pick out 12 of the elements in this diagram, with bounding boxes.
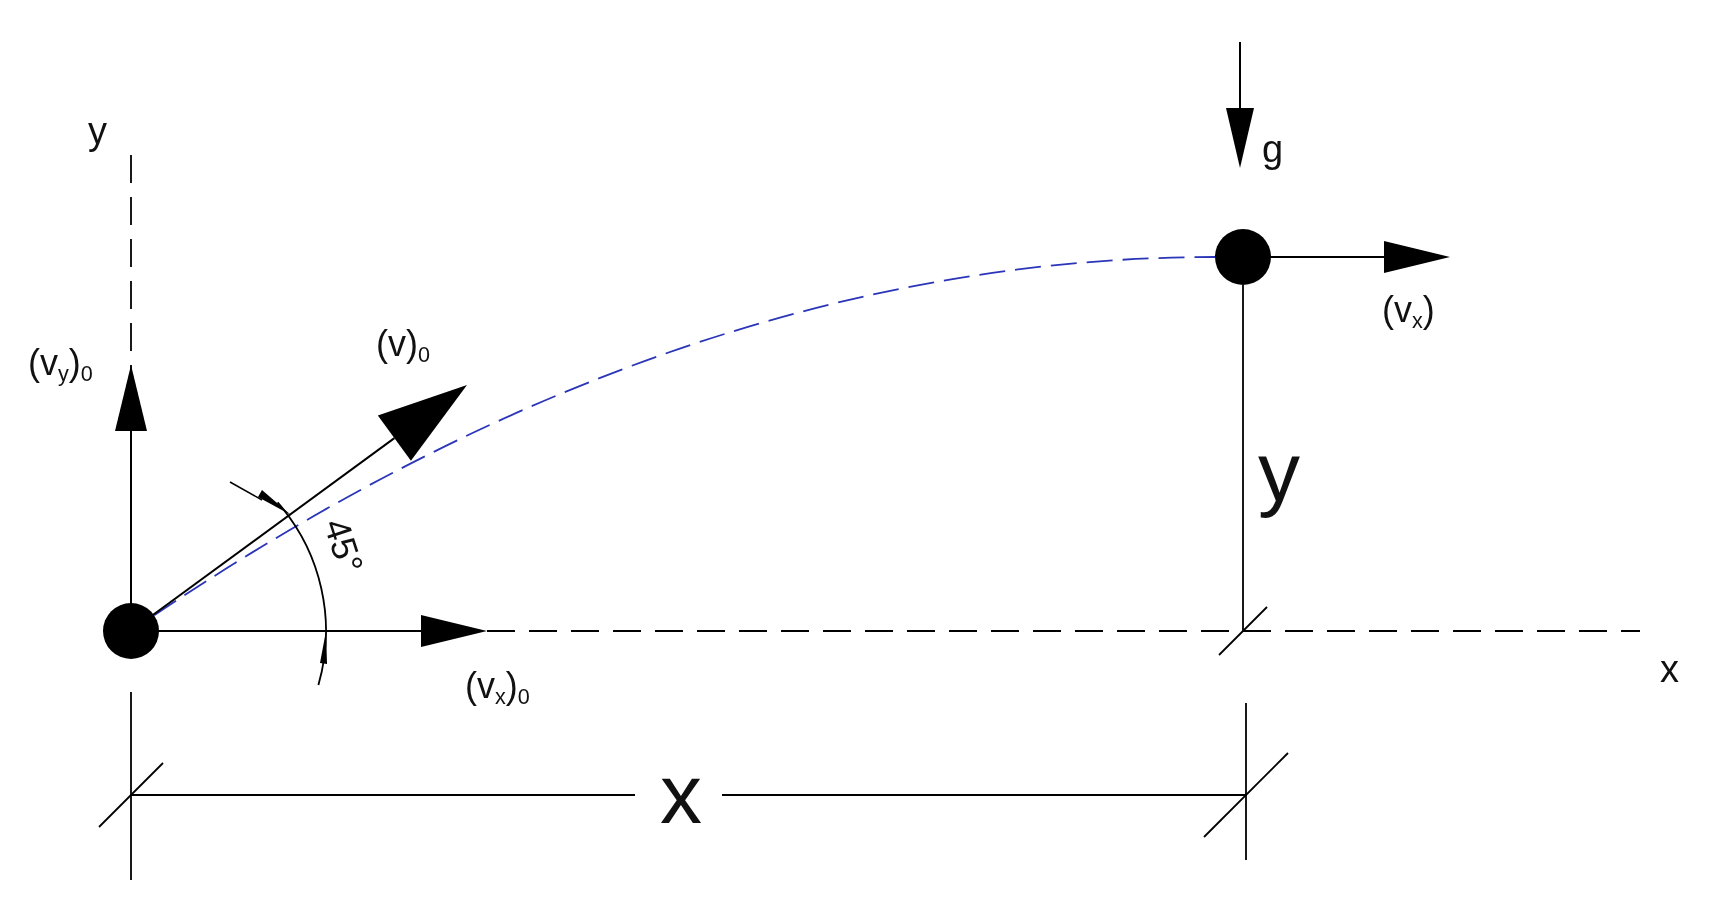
dimension-label: x — [660, 752, 702, 836]
velocity-label: (v$_{x}$)$_{0}$ — [465, 668, 530, 709]
axis-label: y — [88, 112, 107, 150]
velocity-label: (v$_{x}$) — [1382, 292, 1435, 333]
velocity-label: (v)$_{0}$ — [376, 326, 430, 367]
angle-label: 45° — [317, 514, 369, 578]
acceleration-label: g — [1262, 130, 1284, 168]
particle — [1215, 229, 1271, 285]
axis-label: x — [1660, 650, 1679, 688]
trajectory-curve — [153, 256, 1216, 617]
velocity-label: (v$_{y}$)$_{0}$ — [28, 345, 93, 386]
particle — [103, 603, 159, 659]
